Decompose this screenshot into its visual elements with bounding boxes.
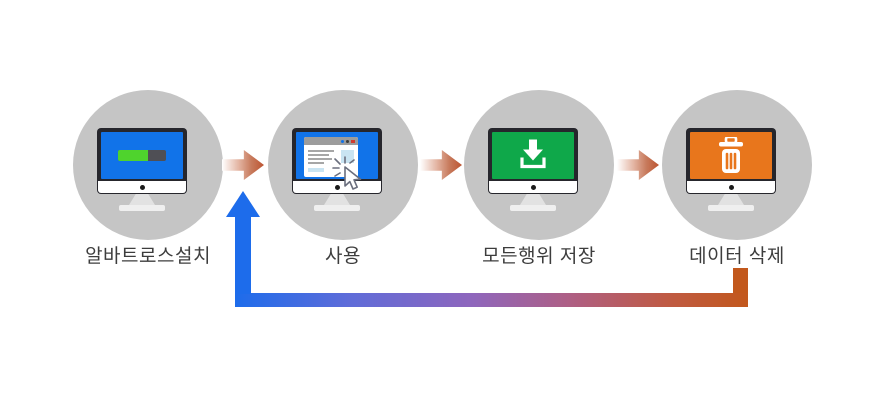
monitor-stand — [718, 194, 744, 205]
step-delete — [662, 90, 812, 240]
monitor-chin — [489, 181, 577, 193]
monitor-body — [292, 128, 382, 194]
flow-arrow-icon-3 — [617, 150, 659, 180]
trash-icon — [719, 136, 743, 173]
step-label-save: 모든행위 저장 — [482, 246, 596, 267]
step-use — [268, 90, 418, 240]
step-label-install: 알바트로스설치 — [85, 246, 211, 267]
step-save — [464, 90, 614, 240]
text-line — [308, 150, 334, 152]
titlebar-dot-blue — [341, 139, 344, 143]
monitor-screen — [296, 132, 378, 190]
monitor-stand — [129, 194, 155, 205]
monitor-stand — [324, 194, 350, 205]
monitor-body — [97, 128, 187, 194]
monitor-base — [708, 205, 754, 211]
feedback-arrow-shaft — [235, 215, 251, 294]
camera-dot — [334, 184, 340, 190]
camera-dot — [139, 184, 145, 190]
camera-dot — [728, 184, 734, 190]
monitor-body — [686, 128, 776, 194]
feedback-arrow-up-icon — [226, 191, 260, 217]
monitor-chin — [293, 181, 381, 193]
progress-bar-icon — [118, 150, 166, 161]
text-line — [308, 162, 324, 164]
text-line — [308, 154, 329, 156]
monitor-screen — [690, 132, 772, 179]
monitor-base — [510, 205, 556, 211]
trash-monitor-icon — [686, 128, 776, 211]
click-cursor-icon — [332, 156, 362, 190]
text-line — [308, 158, 332, 160]
download-monitor-icon — [488, 128, 578, 211]
flow-arrow-icon-2 — [420, 150, 462, 180]
link-line — [308, 168, 324, 172]
camera-dot — [530, 184, 536, 190]
monitor-base — [314, 205, 360, 211]
flow-arrow-icon-1 — [222, 150, 264, 180]
feedback-gradient-line — [235, 293, 748, 307]
titlebar-close-button-icon — [351, 139, 355, 143]
step-label-delete: 데이터 삭제 — [689, 246, 785, 267]
browser-click-monitor-icon — [292, 128, 382, 211]
monitor-stand — [520, 194, 546, 205]
download-icon — [520, 139, 546, 168]
monitor-base — [119, 205, 165, 211]
titlebar-dot-dark — [346, 139, 349, 143]
browser-window-icon — [304, 137, 362, 190]
monitor-chin — [687, 181, 775, 193]
monitor-chin — [98, 181, 186, 193]
step-label-use: 사용 — [325, 246, 361, 267]
step-install — [73, 90, 223, 240]
monitor-screen — [492, 132, 574, 179]
monitor-body — [488, 128, 578, 194]
monitor-screen — [101, 132, 183, 179]
progress-fill — [118, 150, 148, 161]
browser-titlebar — [304, 137, 358, 145]
install-progress-monitor-icon — [97, 128, 187, 211]
